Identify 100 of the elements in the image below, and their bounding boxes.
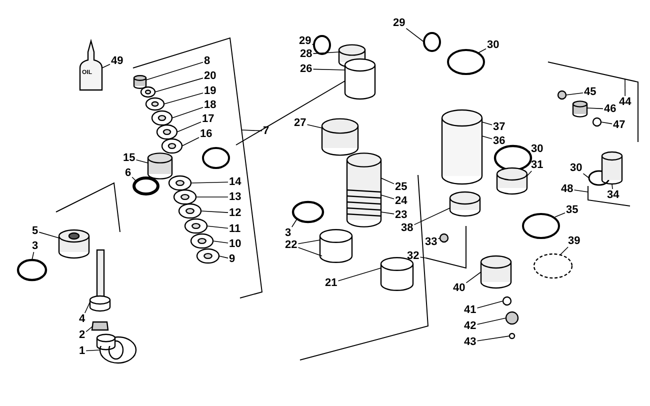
callout-number: 24 [394, 195, 408, 207]
leader-line [612, 184, 613, 190]
callout-number: 34 [606, 189, 620, 201]
leader-line [380, 194, 394, 200]
leader-line [380, 212, 394, 214]
callout-number: 27 [293, 117, 308, 129]
leader-line [298, 240, 320, 244]
leader-line [84, 302, 90, 314]
shock-body-drawing [346, 152, 382, 228]
leader-line [476, 318, 506, 325]
leader-line [206, 226, 228, 229]
leader-line [406, 28, 424, 42]
leader-line [438, 238, 440, 240]
callout-number: 22 [284, 239, 298, 251]
callout-number: 25 [394, 181, 408, 193]
leader-line [560, 246, 568, 256]
callout-number: 33 [424, 236, 438, 248]
cap-drawing [496, 167, 528, 195]
leader-line [38, 232, 60, 238]
leader-line [86, 326, 94, 332]
callout-number: 36 [492, 135, 506, 147]
o-ring-drawing [447, 49, 485, 75]
o-ring-drawing [423, 32, 441, 52]
leader-line [526, 170, 532, 176]
leader-line [380, 178, 394, 184]
nut-drawing [133, 75, 147, 89]
callout-number: 40 [452, 282, 466, 294]
cup-drawing [321, 118, 359, 156]
leader-line [624, 78, 626, 96]
leader-line [312, 52, 340, 54]
piston-drawing [147, 152, 173, 180]
leader-line [312, 68, 346, 70]
callout-number: 46 [603, 103, 618, 115]
leader-line [212, 240, 228, 244]
ball-drawing [505, 311, 519, 325]
callout-number: 31 [530, 159, 544, 171]
leader-line [164, 92, 204, 104]
leader-line [176, 122, 202, 132]
o-ring-drawing [508, 332, 516, 340]
leader-line [218, 256, 228, 258]
callout-number: 35 [565, 204, 580, 216]
callout-number: 5 [31, 225, 40, 237]
leader-line [172, 107, 204, 118]
callout-number: 15 [122, 152, 136, 164]
callout-number: 9 [228, 253, 236, 265]
callout-number: 12 [228, 207, 242, 219]
callout-number: 3 [284, 227, 292, 239]
callout-number: 32 [406, 250, 420, 262]
leader-line [292, 218, 298, 228]
eyelet-drawing [96, 334, 137, 364]
callout-number: 29 [392, 17, 406, 29]
leader-line [338, 268, 382, 282]
leader-line [242, 130, 262, 132]
leader-line [196, 196, 228, 198]
o-ring-drawing [502, 296, 512, 306]
o-ring-drawing [292, 200, 324, 224]
callout-number: 8 [203, 55, 212, 67]
leader-line [182, 137, 200, 146]
callout-number: 14 [228, 176, 242, 188]
callout-number: 28 [299, 48, 314, 60]
leader-line [146, 62, 204, 80]
callout-number: 13 [228, 191, 242, 203]
leader-line [420, 256, 426, 258]
callout-number: 43 [463, 336, 478, 348]
callout-number: 30 [486, 39, 500, 51]
leader-line [466, 272, 482, 284]
bracket [426, 226, 466, 269]
leader-line [482, 136, 492, 140]
oil-bottle [78, 38, 104, 92]
callout-number: 16 [199, 128, 214, 140]
o-ring-drawing [533, 253, 573, 279]
leader-line [476, 336, 510, 342]
callout-number: 2 [78, 329, 86, 341]
bracket [588, 186, 630, 206]
leader-line [554, 212, 566, 218]
leader-line [136, 159, 148, 164]
callout-number: 37 [492, 121, 506, 133]
callout-number: 44 [618, 96, 632, 108]
fitting-drawing [601, 151, 623, 185]
o-ring-drawing [16, 258, 48, 282]
leader-line [132, 176, 136, 182]
callout-number: 23 [394, 209, 408, 221]
callout-number: 11 [228, 223, 242, 235]
o-ring-drawing [132, 176, 160, 196]
callout-number: 3 [31, 240, 40, 252]
callout-number: 45 [583, 86, 598, 98]
leader-line [478, 48, 486, 54]
o-ring-drawing [522, 213, 560, 239]
leader-line [600, 122, 612, 124]
callout-number: 42 [463, 320, 478, 332]
leader-line [154, 78, 204, 92]
callout-number: 4 [78, 313, 86, 325]
leader-line [102, 64, 110, 68]
collar-drawing [91, 321, 109, 331]
reservoir-drawing [441, 109, 483, 185]
callout-number: 6 [124, 167, 132, 179]
callout-number: 47 [612, 119, 626, 131]
leader-line [574, 190, 588, 192]
callout-number: 26 [299, 63, 314, 75]
callout-number: 49 [110, 55, 124, 67]
